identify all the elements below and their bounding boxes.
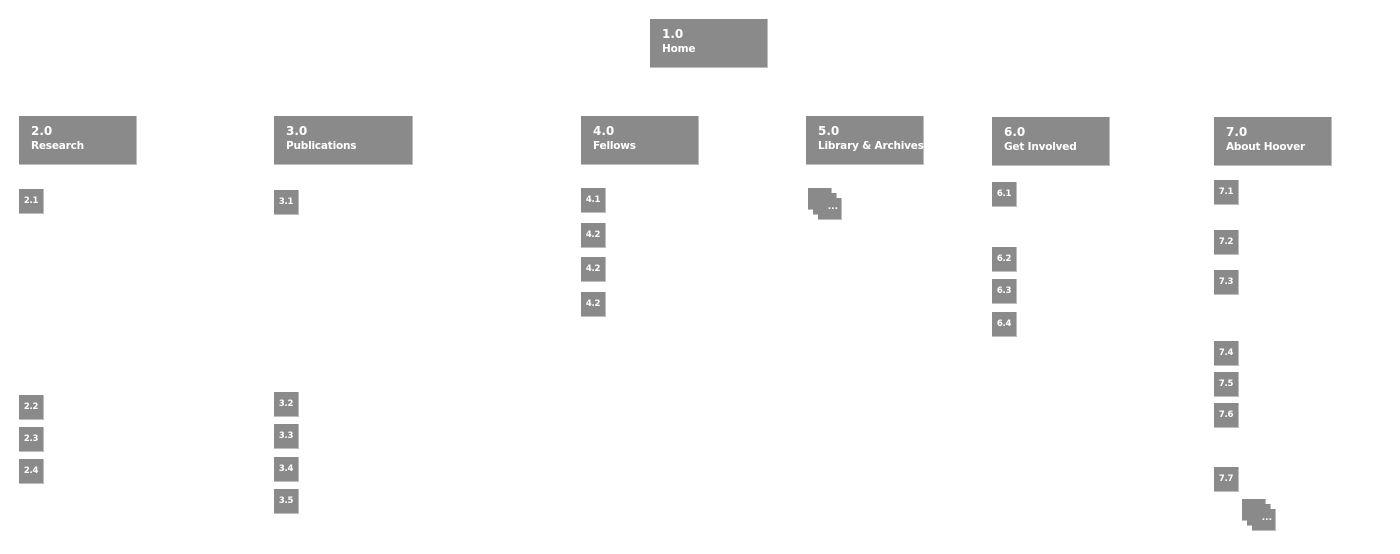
subnode-7-7: 7.7 — [1214, 467, 1239, 492]
node-label: Library & Archives — [818, 140, 924, 152]
subnode-2-3: 2.3 — [19, 427, 44, 452]
subnode-3-2: 3.2 — [274, 392, 299, 417]
node-number: 7.0 — [1226, 125, 1248, 139]
node-library-archives: 5.0 Library & Archives — [806, 116, 924, 165]
subnode-6-4: 6.4 — [992, 312, 1017, 337]
node-label: Publications — [286, 140, 357, 152]
subnode-2-4: 2.4 — [19, 459, 44, 484]
subnode-4-1: 4.1 — [581, 188, 606, 213]
subnode-7-3: 7.3 — [1214, 270, 1239, 295]
node-number: 6.0 — [1004, 125, 1026, 139]
node-number: 4.0 — [593, 124, 615, 138]
subnode-4-2b: 4.2 — [581, 257, 606, 282]
node-publications: 3.0 Publications — [274, 116, 413, 165]
node-label: About Hoover — [1226, 141, 1305, 153]
node-number: 3.0 — [286, 124, 308, 138]
subnode-7-1: 7.1 — [1214, 180, 1239, 205]
subnode-6-2: 6.2 — [992, 247, 1017, 272]
more-pages-stack-icon: ... — [808, 188, 844, 224]
subnode-6-3: 6.3 — [992, 279, 1017, 304]
subnode-3-1: 3.1 — [274, 190, 299, 215]
subnode-7-2: 7.2 — [1214, 230, 1239, 255]
subnode-7-6: 7.6 — [1214, 403, 1239, 428]
node-number: 1.0 — [662, 27, 684, 41]
node-label: Research — [31, 140, 84, 152]
subnode-3-4: 3.4 — [274, 457, 299, 482]
subnode-7-4: 7.4 — [1214, 341, 1239, 366]
node-number: 2.0 — [31, 124, 53, 138]
more-label: ... — [1252, 509, 1276, 531]
node-fellows: 4.0 Fellows — [581, 116, 699, 165]
subnode-2-1: 2.1 — [19, 189, 44, 214]
node-number: 5.0 — [818, 124, 840, 138]
node-home: 1.0 Home — [650, 19, 768, 68]
subnode-7-5: 7.5 — [1214, 372, 1239, 397]
subnode-4-2c: 4.2 — [581, 292, 606, 317]
node-label: Get Involved — [1004, 141, 1077, 153]
subnode-3-5: 3.5 — [274, 489, 299, 514]
more-pages-stack-icon: ... — [1242, 499, 1278, 535]
subnode-2-2: 2.2 — [19, 395, 44, 420]
more-label: ... — [818, 198, 842, 220]
subnode-4-2a: 4.2 — [581, 223, 606, 248]
subnode-6-1: 6.1 — [992, 182, 1017, 207]
subnode-3-3: 3.3 — [274, 424, 299, 449]
node-label: Home — [662, 43, 696, 55]
node-research: 2.0 Research — [19, 116, 137, 165]
node-get-involved: 6.0 Get Involved — [992, 117, 1110, 166]
node-about-hoover: 7.0 About Hoover — [1214, 117, 1332, 166]
node-label: Fellows — [593, 140, 636, 152]
